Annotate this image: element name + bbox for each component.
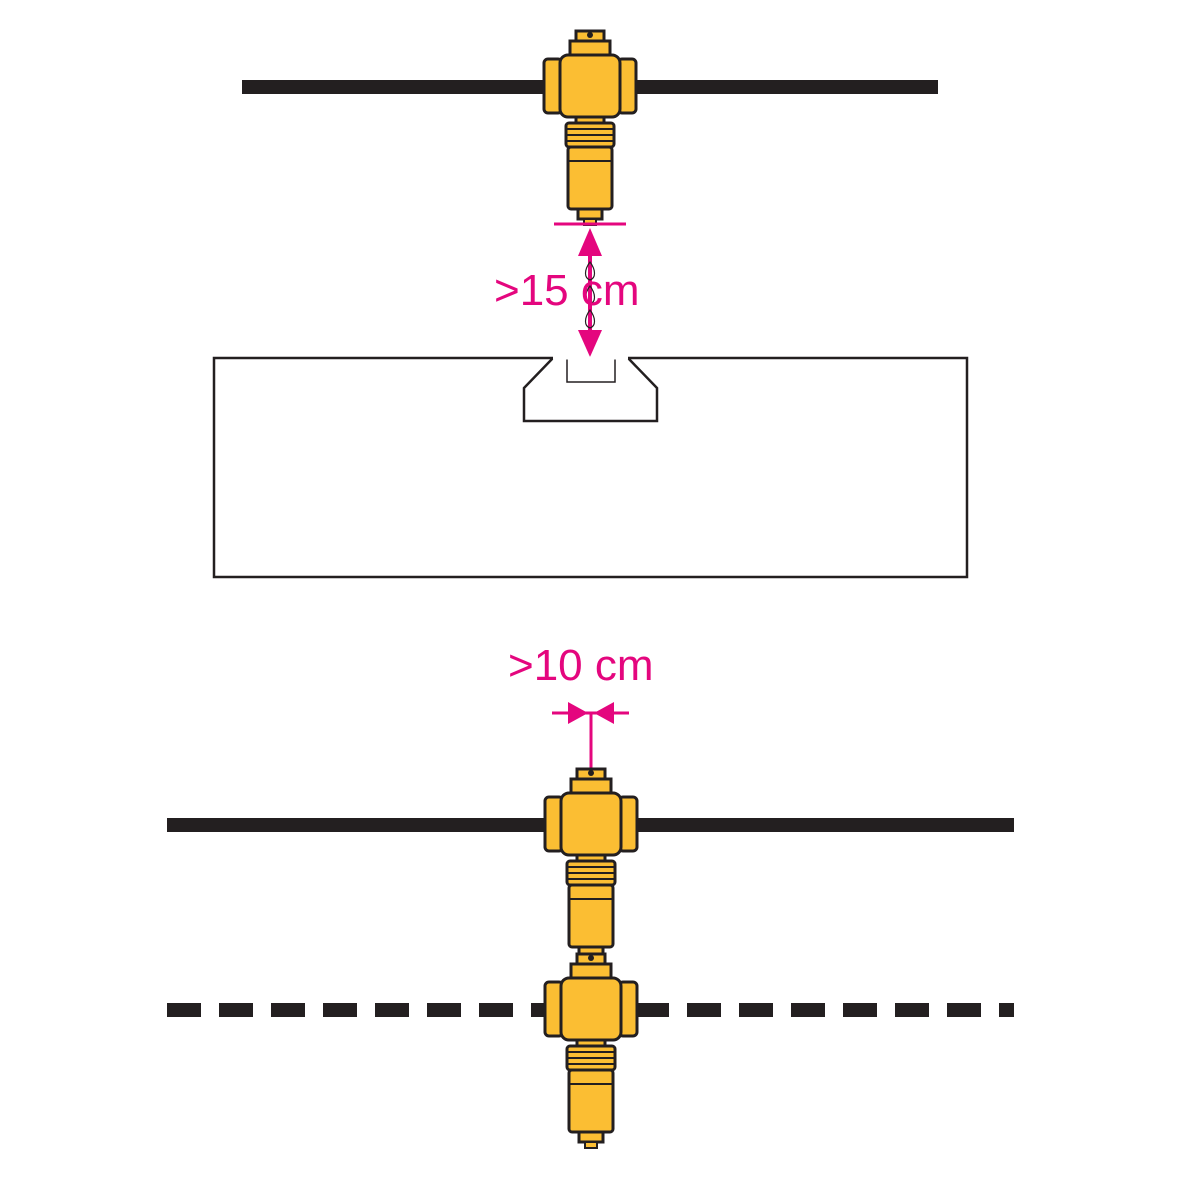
arrow-left-icon [594,702,614,724]
horizontal-clearance-label: >10 cm [508,641,654,690]
valve-icon [542,29,638,227]
obstacle-slot [566,357,616,383]
arrow-down-icon [578,330,602,357]
obstacle-outline [212,356,969,579]
vertical-clearance-label: >15 cm [494,266,640,315]
valve-icon [543,767,639,965]
horizontal-dimension: >10 cm [508,641,654,770]
arrow-right-icon [568,702,588,724]
double-arrow-icon [578,228,602,256]
valve-icon [543,952,639,1150]
water-drop-icon [584,260,596,329]
vertical-dimension: >15 cm [494,222,640,357]
